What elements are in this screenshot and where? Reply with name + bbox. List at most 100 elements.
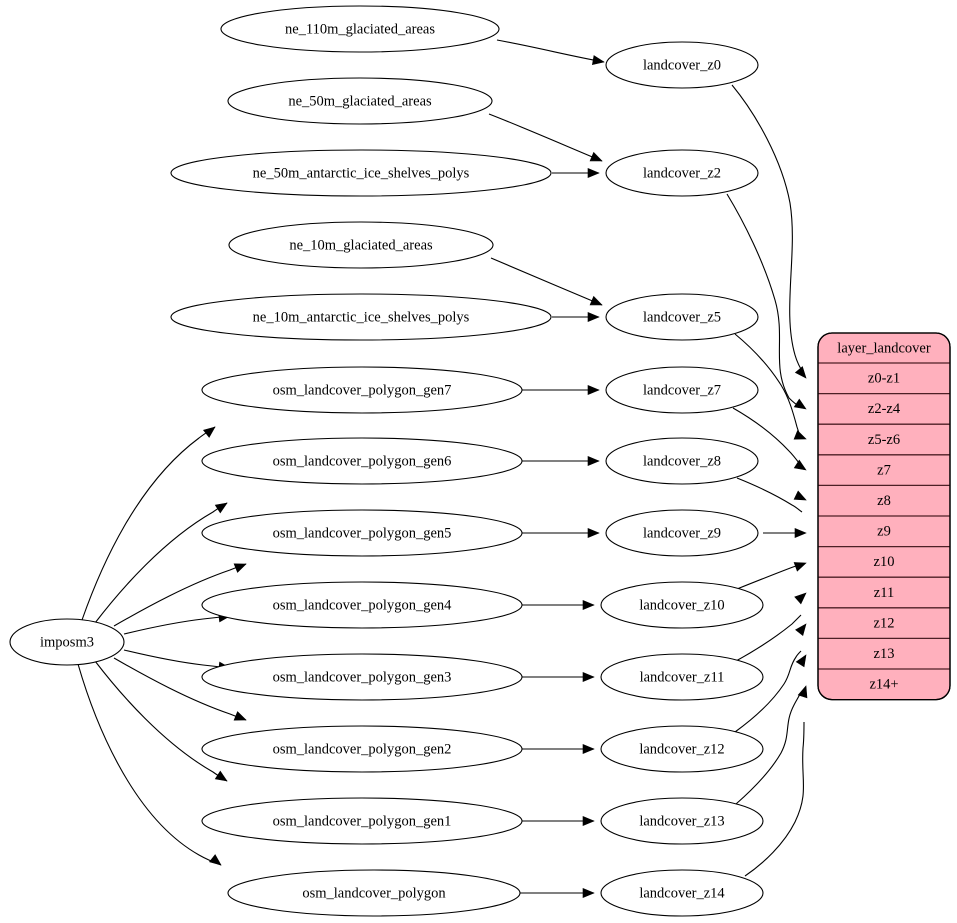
table-row-z10[interactable]: z10 <box>818 547 950 578</box>
node-label: landcover_z11 <box>640 669 725 685</box>
node-landcover_z14[interactable]: landcover_z14 <box>600 869 764 917</box>
edge-landcover_z11-to-layer_landcover-z11 <box>735 614 802 662</box>
arrow-head-landcover_z0 <box>591 55 605 66</box>
arrow-head-landcover_z5 <box>589 295 603 306</box>
node-ellipse-shape[interactable] <box>600 725 764 773</box>
arrow-head-row_z0z1 <box>794 366 807 379</box>
table-row-z2-z4[interactable]: z2-z4 <box>818 394 950 425</box>
node-landcover_z8[interactable]: landcover_z8 <box>605 437 759 485</box>
node-ellipse-shape[interactable] <box>201 437 523 485</box>
node-ne_50m_antarctic_ice_shelves_polys[interactable]: ne_50m_antarctic_ice_shelves_polys <box>170 149 552 197</box>
node-ellipse-shape[interactable] <box>227 77 493 125</box>
node-ne_10m_glaciated_areas[interactable]: ne_10m_glaciated_areas <box>228 221 494 269</box>
table-row-z12[interactable]: z12 <box>818 608 950 640</box>
node-ne_10m_antarctic_ice_shelves_polys[interactable]: ne_10m_antarctic_ice_shelves_polys <box>170 293 552 341</box>
node-label: landcover_z13 <box>639 813 724 829</box>
node-osm_landcover_polygon_gen2[interactable]: osm_landcover_polygon_gen2 <box>201 725 523 773</box>
table-row-z0-z1[interactable]: z0-z1 <box>818 363 950 395</box>
table-row-z13[interactable]: z13 <box>818 638 950 670</box>
layer-landcover-table[interactable]: layer_landcoverz0-z1z2-z4z5-z6z7z8z9z10z… <box>817 332 951 701</box>
node-ellipse-shape[interactable] <box>170 293 552 341</box>
node-ellipse-shape[interactable] <box>227 869 521 917</box>
node-label: osm_landcover_polygon_gen7 <box>273 382 452 398</box>
node-ellipse-shape[interactable] <box>605 149 759 197</box>
node-ellipse-shape[interactable] <box>228 221 494 269</box>
table-row-z14-[interactable]: z14+ <box>818 669 950 700</box>
node-landcover_z11[interactable]: landcover_z11 <box>600 653 764 701</box>
node-landcover_z2[interactable]: landcover_z2 <box>605 149 759 197</box>
arrow-head-row_z5z6 <box>793 430 807 440</box>
node-label: landcover_z14 <box>639 885 725 901</box>
node-ellipse-shape[interactable] <box>605 293 759 341</box>
arrow-head-icon <box>587 384 600 396</box>
arrow-head-icon <box>582 671 595 683</box>
arrow-head-landcover_z11 <box>582 671 595 683</box>
node-ellipse-shape[interactable] <box>201 509 523 557</box>
node-ellipse-shape[interactable] <box>605 509 759 557</box>
arrow-head-landcover_z13 <box>582 815 595 827</box>
node-label: osm_landcover_polygon_gen6 <box>273 453 452 469</box>
nodes-layer: ne_110m_glaciated_areas ne_50m_glaciated_… <box>9 5 764 917</box>
node-label: osm_landcover_polygon_gen5 <box>273 525 452 541</box>
node-ellipse-shape[interactable] <box>605 437 759 485</box>
arrow-heads-layer <box>202 55 808 899</box>
node-osm_landcover_polygon_gen4[interactable]: osm_landcover_polygon_gen4 <box>201 581 523 629</box>
node-ellipse-shape[interactable] <box>600 653 764 701</box>
node-ellipse-shape[interactable] <box>605 41 759 89</box>
node-imposm3[interactable]: imposm3 <box>9 618 125 666</box>
arrow-head-icon <box>587 527 600 539</box>
node-ellipse-shape[interactable] <box>201 366 523 414</box>
edge-landcover_z14-to-layer_landcover-z14- <box>744 721 805 877</box>
node-osm_landcover_polygon_gen7[interactable]: osm_landcover_polygon_gen7 <box>201 366 523 414</box>
arrow-head-osm_gen1 <box>214 770 228 782</box>
table-row-z5-z6[interactable]: z5-z6 <box>818 424 950 456</box>
node-landcover_z13[interactable]: landcover_z13 <box>600 797 764 845</box>
table-row-label: z13 <box>874 646 895 662</box>
node-ellipse-shape[interactable] <box>600 581 764 629</box>
node-ellipse-shape[interactable] <box>600 869 764 917</box>
arrow-head-landcover_z9 <box>587 527 600 539</box>
node-osm_landcover_polygon_gen5[interactable]: osm_landcover_polygon_gen5 <box>201 509 523 557</box>
node-ne_110m_glaciated_areas[interactable]: ne_110m_glaciated_areas <box>220 5 500 53</box>
node-landcover_z0[interactable]: landcover_z0 <box>605 41 759 89</box>
node-landcover_z10[interactable]: landcover_z10 <box>600 581 764 629</box>
arrow-head-row_z14 <box>797 685 808 699</box>
arrow-head-icon <box>793 562 807 572</box>
node-osm_landcover_polygon_gen1[interactable]: osm_landcover_polygon_gen1 <box>201 797 523 845</box>
node-osm_landcover_polygon[interactable]: osm_landcover_polygon <box>227 869 521 917</box>
table-row-label: z10 <box>874 554 895 570</box>
arrow-head-row_z11 <box>794 592 807 605</box>
node-landcover_z5[interactable]: landcover_z5 <box>605 293 759 341</box>
edges-layer <box>77 39 805 894</box>
node-ellipse-shape[interactable] <box>201 725 523 773</box>
node-ellipse-shape[interactable] <box>201 581 523 629</box>
node-landcover_z12[interactable]: landcover_z12 <box>600 725 764 773</box>
table-row-z7[interactable]: z7 <box>818 455 950 487</box>
table-row-z8[interactable]: z8 <box>818 485 950 517</box>
node-ellipse-shape[interactable] <box>170 149 552 197</box>
node-landcover_z7[interactable]: landcover_z7 <box>605 366 759 414</box>
node-ellipse-shape[interactable] <box>600 797 764 845</box>
arrow-head-landcover_z2b <box>587 167 600 179</box>
edge-landcover_z13-to-layer_landcover-z13 <box>735 693 801 805</box>
arrow-head-landcover_z10 <box>582 599 595 611</box>
table-row-label: z14+ <box>869 677 898 693</box>
table-row-z9[interactable]: z9 <box>818 516 950 548</box>
arrow-head-icon <box>582 815 595 827</box>
node-osm_landcover_polygon_gen6[interactable]: osm_landcover_polygon_gen6 <box>201 437 523 485</box>
arrow-head-landcover_z5b <box>587 311 600 323</box>
node-ellipse-shape[interactable] <box>220 5 500 53</box>
arrow-head-icon <box>582 887 595 899</box>
table-row-z11[interactable]: z11 <box>818 577 950 609</box>
edge-ne_50m_glaciated_areas-to-landcover_z2 <box>488 113 603 162</box>
node-ellipse-shape[interactable] <box>605 366 759 414</box>
node-ellipse-shape[interactable] <box>9 618 125 666</box>
node-landcover_z9[interactable]: landcover_z9 <box>605 509 759 557</box>
arrow-head-icon <box>589 295 603 306</box>
arrow-head-icon <box>795 623 807 637</box>
node-ellipse-shape[interactable] <box>201 797 523 845</box>
node-ne_50m_glaciated_areas[interactable]: ne_50m_glaciated_areas <box>227 77 493 125</box>
node-osm_landcover_polygon_gen3[interactable]: osm_landcover_polygon_gen3 <box>201 653 523 701</box>
node-ellipse-shape[interactable] <box>201 653 523 701</box>
arrow-head-row_z7 <box>793 459 807 471</box>
